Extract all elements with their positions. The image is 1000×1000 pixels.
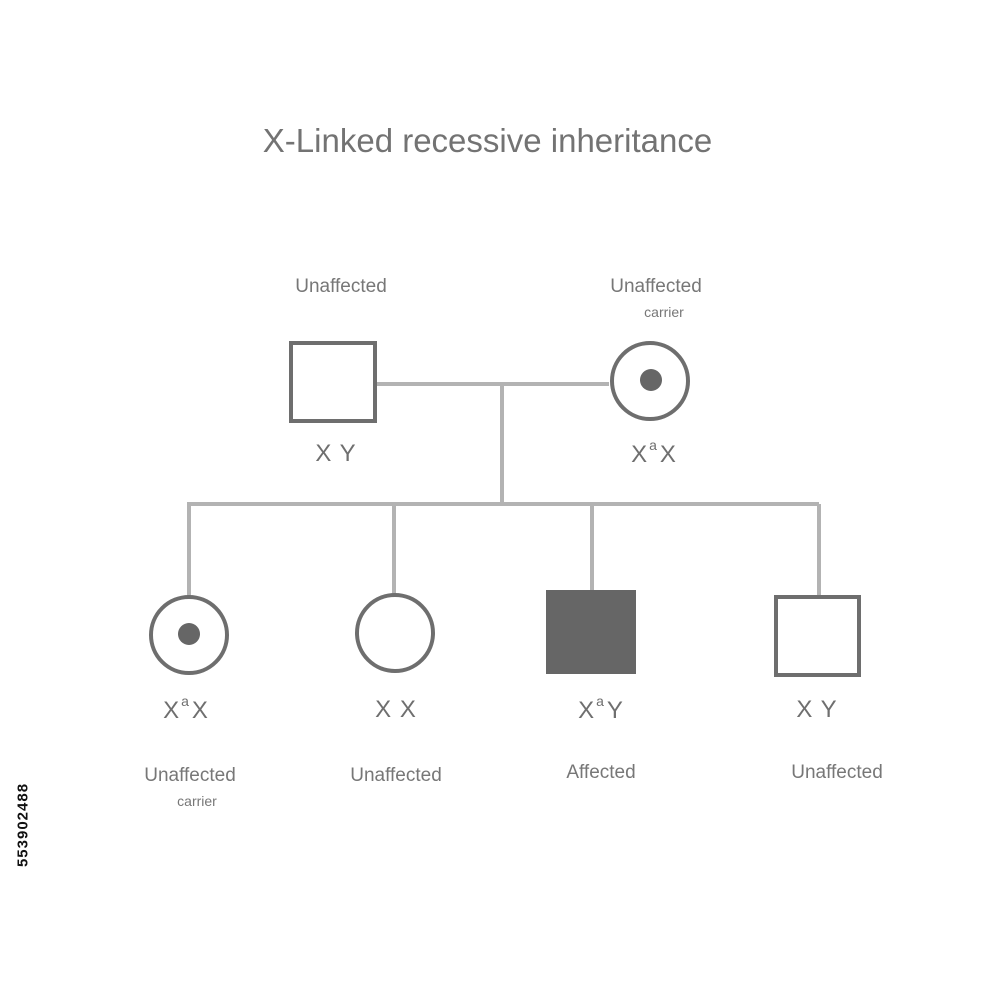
child-2-genotype-text: X X [375, 696, 417, 723]
mother-genotype-prefix: X [631, 441, 649, 468]
diagram-title: X-Linked recessive inheritance [262, 122, 713, 159]
child-1-female-carrier-symbol [149, 595, 229, 675]
child-1-allele-superscript: a [181, 693, 190, 709]
child-3-genotype: XaY [521, 693, 681, 725]
mother-carrier-note: carrier [644, 304, 684, 320]
stock-id-label: 553902488 [8, 760, 38, 890]
child-1-carrier-note: carrier [177, 793, 217, 809]
child-2-female-unaffected-symbol [355, 593, 435, 673]
child-3-male-affected-symbol [546, 590, 636, 674]
child-4-genotype: X Y [737, 696, 897, 724]
child-2-status-label: Unaffected [350, 765, 442, 786]
child-3-allele-superscript: a [596, 693, 605, 709]
father-status-label: Unaffected [295, 276, 387, 297]
father-genotype-text: X Y [315, 440, 357, 467]
child-2-genotype: X X [316, 696, 476, 724]
mother-status-label: Unaffected [610, 276, 702, 297]
child-1-genotype-prefix: X [163, 697, 181, 724]
child-1-genotype-rest: X [191, 697, 209, 724]
mother-allele-superscript: a [649, 437, 658, 453]
child-4-genotype-text: X Y [796, 696, 838, 723]
father-genotype: X Y [256, 440, 416, 468]
stock-id-text: 553902488 [14, 782, 32, 868]
child-3-genotype-rest: Y [606, 697, 624, 724]
mother-female-carrier-symbol [610, 341, 690, 421]
mother-genotype-rest: X [659, 441, 677, 468]
father-male-unaffected-symbol [289, 341, 377, 423]
child-1-genotype: XaX [106, 693, 266, 725]
child-4-male-unaffected-symbol [774, 595, 861, 677]
pedigree-lines [187, 382, 821, 597]
child-3-status-label: Affected [566, 762, 636, 783]
mother-genotype: XaX [574, 437, 734, 469]
child-1-status-label: Unaffected [144, 765, 236, 786]
child-3-genotype-prefix: X [578, 697, 596, 724]
child-4-status-label: Unaffected [791, 762, 883, 783]
